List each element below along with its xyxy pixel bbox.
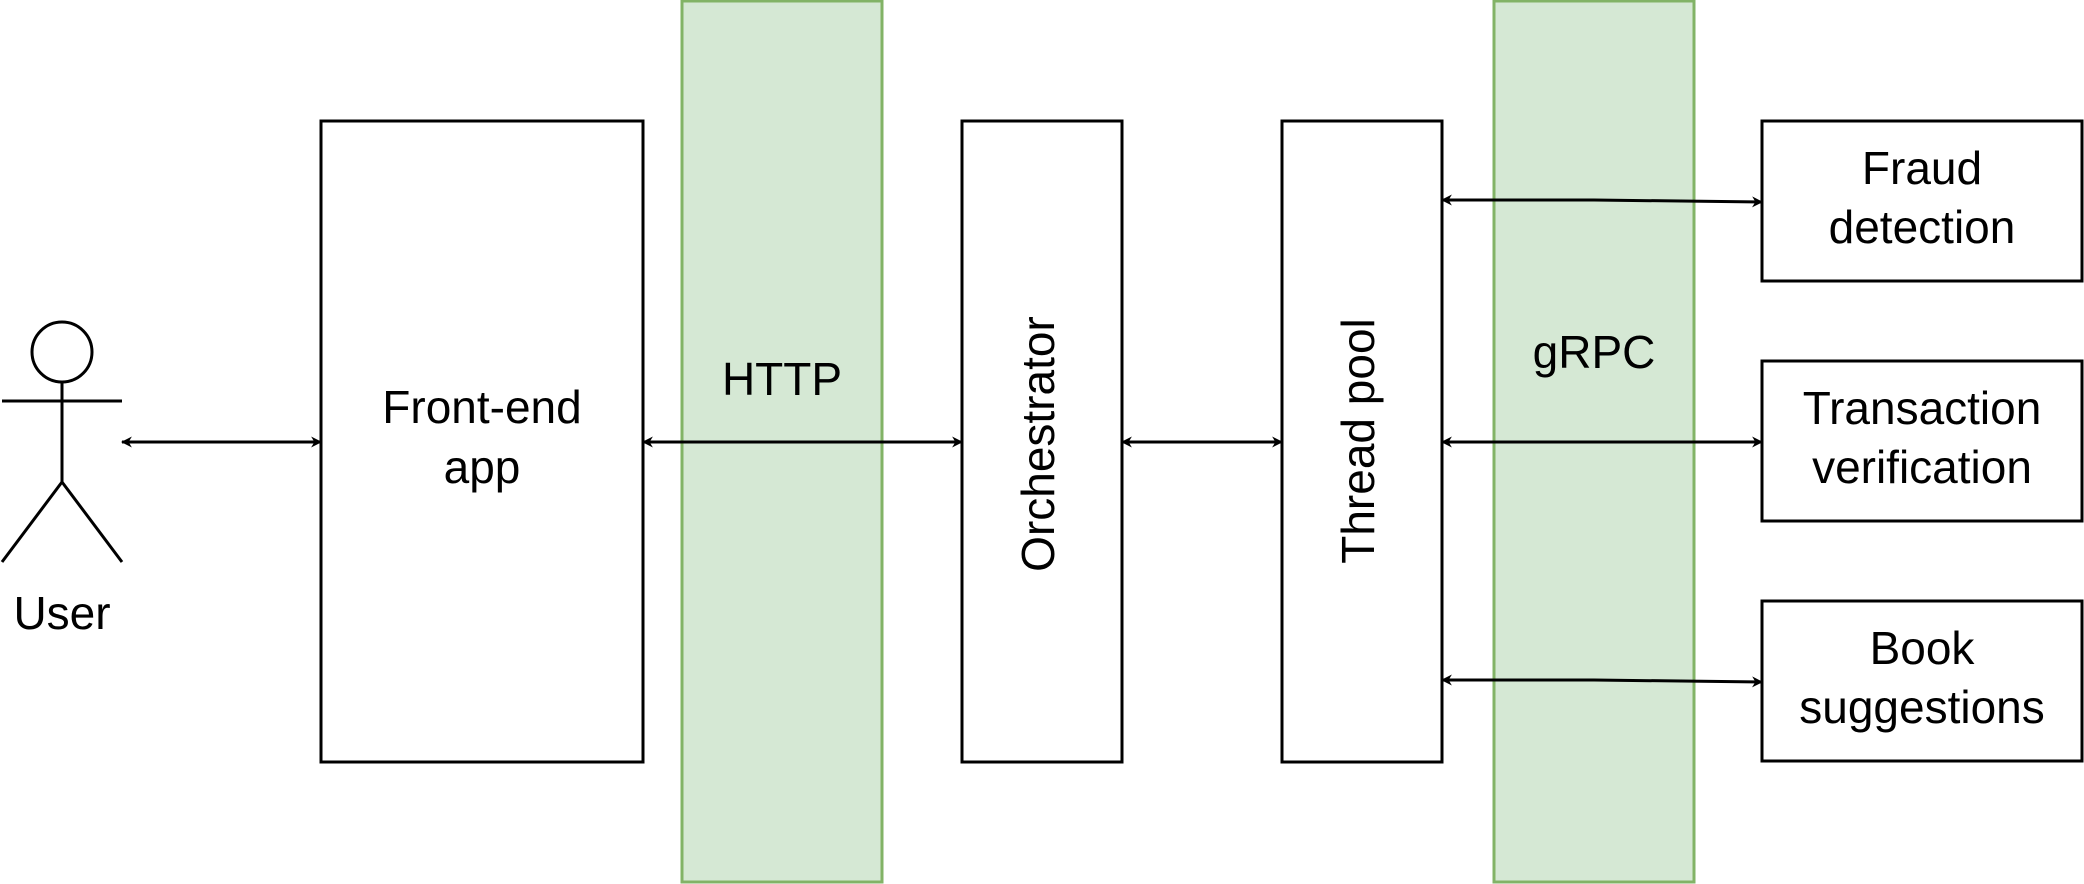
fraud-detection-box: Fraud detection: [1760, 119, 2084, 283]
transaction-verification-box: Transaction verification: [1760, 359, 2084, 523]
arrow-threadpool-fraud: [1440, 194, 1764, 208]
thread-pool-box: Thread pool: [1280, 119, 1444, 764]
user-label: User: [13, 587, 110, 639]
orchestrator-box: Orchestrator: [960, 119, 1124, 764]
fraud-label-line1: Fraud: [1862, 142, 1982, 194]
grpc-label: gRPC: [1533, 326, 1656, 378]
frontend-label-line1: Front-end: [382, 381, 581, 433]
book-suggestions-box: Book suggestions: [1760, 599, 2084, 763]
thread-pool-label: Thread pool: [1332, 318, 1384, 564]
frontend-app-box: Front-end app: [319, 119, 645, 764]
arrow-threadpool-book: [1440, 674, 1764, 688]
book-label-line1: Book: [1870, 622, 1976, 674]
transaction-label-line1: Transaction: [1803, 382, 2042, 434]
transaction-label-line2: verification: [1812, 441, 2032, 493]
orchestrator-label: Orchestrator: [1012, 316, 1064, 572]
http-label: HTTP: [722, 353, 842, 405]
user-actor: User: [0, 320, 124, 639]
fraud-label-line2: detection: [1829, 201, 2016, 253]
book-label-line2: suggestions: [1799, 681, 2045, 733]
stick-figure-icon: [0, 320, 124, 563]
frontend-label-line2: app: [444, 441, 521, 493]
